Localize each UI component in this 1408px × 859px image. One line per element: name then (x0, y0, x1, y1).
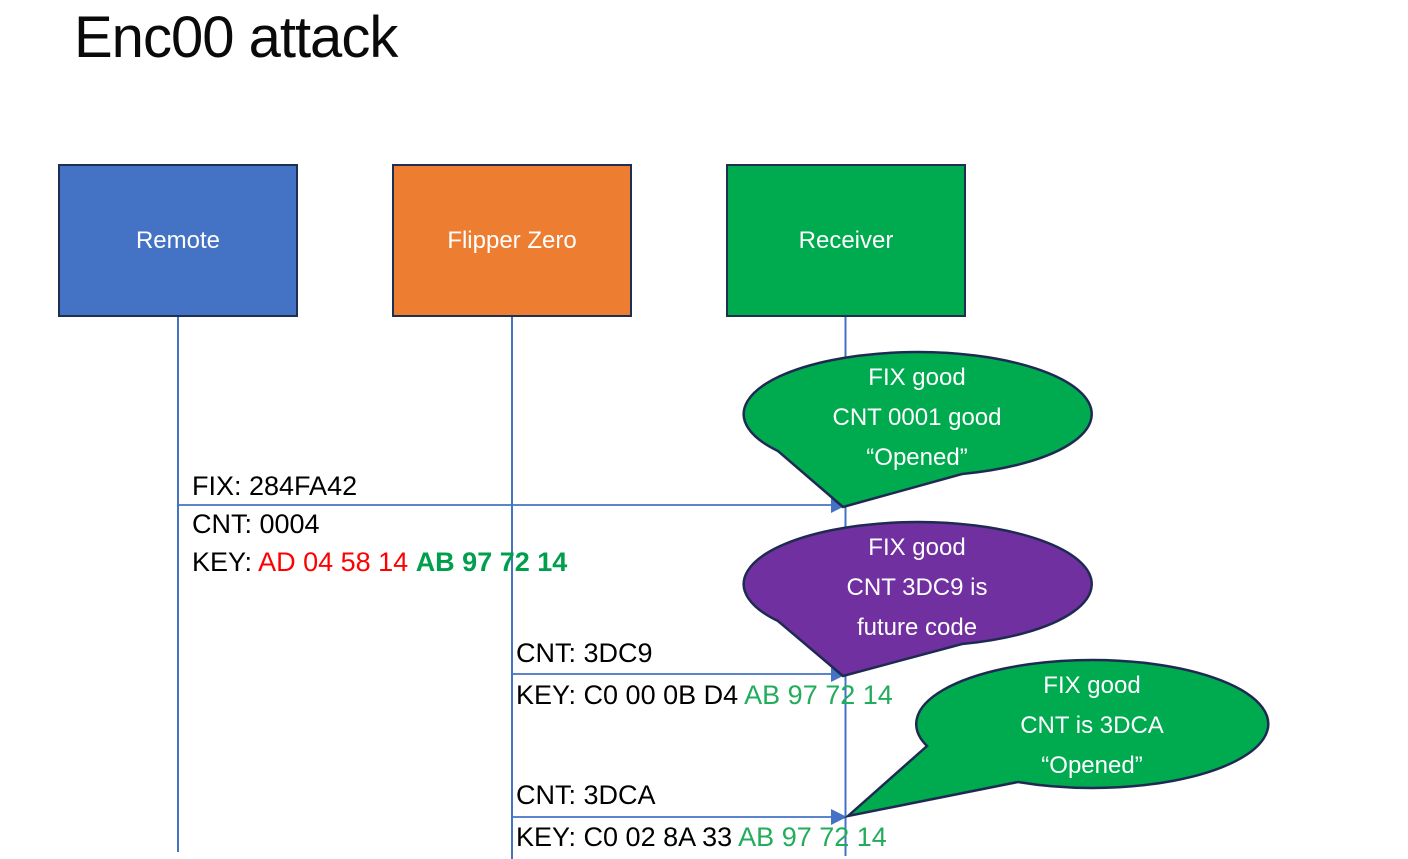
message3-arrowhead-icon (831, 809, 847, 825)
callout1-line2: CNT 0001 good (832, 404, 1002, 431)
message1-key-green-part: AB 97 72 14 (415, 547, 568, 577)
message1-cnt-text: CNT: 0004 (192, 509, 320, 540)
callout3-line3: “Opened” (1041, 752, 1143, 779)
callout3-text: FIX good CNT is 3DCA “Opened” (932, 666, 1252, 786)
message1-fix-text: FIX: 284FA42 (192, 471, 357, 502)
callout3-line2: CNT is 3DCA (1020, 712, 1164, 739)
message1-fix-value: FIX: 284FA42 (192, 471, 358, 501)
callout2-line1: FIX good (868, 534, 966, 561)
message3-key-green-part: AB 97 72 14 (738, 822, 887, 852)
message3-key-black-part: KEY: C0 02 8A 33 (516, 822, 739, 852)
message3-cnt-text: CNT: 3DCA (516, 780, 656, 811)
actor-box-receiver[interactable]: Receiver (726, 164, 966, 317)
callout2-text: FIX good CNT 3DC9 is future code (757, 528, 1077, 648)
message1-key-text: KEY: AD 04 58 14 AB 97 72 14 (192, 547, 567, 578)
message2-key-text: KEY: C0 00 0B D4 AB 97 72 14 (516, 680, 893, 711)
message2-cnt-value: CNT: 3DC9 (516, 638, 653, 668)
callout-bubble-opened-2 (843, 658, 1270, 819)
callout2-line3: future code (856, 614, 978, 641)
message3-cnt-value: CNT: 3DCA (516, 780, 656, 810)
callout2-line2: CNT 3DC9 is (846, 574, 988, 601)
message1-key-label: KEY: (192, 547, 259, 577)
actor-box-remote[interactable]: Remote (58, 164, 298, 317)
callout1-line1: FIX good (868, 364, 966, 391)
callout1-line3: “Opened” (866, 444, 968, 471)
message2-cnt-text: CNT: 3DC9 (516, 638, 653, 669)
callout1-text: FIX good CNT 0001 good “Opened” (757, 358, 1077, 478)
callout-bubble-future-code (742, 520, 1093, 678)
callout3-line1: FIX good (1043, 672, 1141, 699)
page-title: Enc00 attack (74, 5, 398, 70)
actor-box-flipper-zero[interactable]: Flipper Zero (392, 164, 632, 317)
message1-key-red-part: AD 04 58 14 (258, 547, 416, 577)
message2-key-green-part: AB 97 72 14 (744, 680, 893, 710)
message2-key-black-part: KEY: C0 00 0B D4 (516, 680, 745, 710)
message1-cnt-value: CNT: 0004 (192, 509, 320, 539)
actor-label-remote: Remote (135, 226, 221, 254)
actor-label-receiver: Receiver (798, 226, 894, 254)
actor-label-flipper-zero: Flipper Zero (447, 226, 577, 254)
callout-bubble-opened-1 (742, 350, 1093, 509)
message3-key-text: KEY: C0 02 8A 33 AB 97 72 14 (516, 822, 887, 853)
